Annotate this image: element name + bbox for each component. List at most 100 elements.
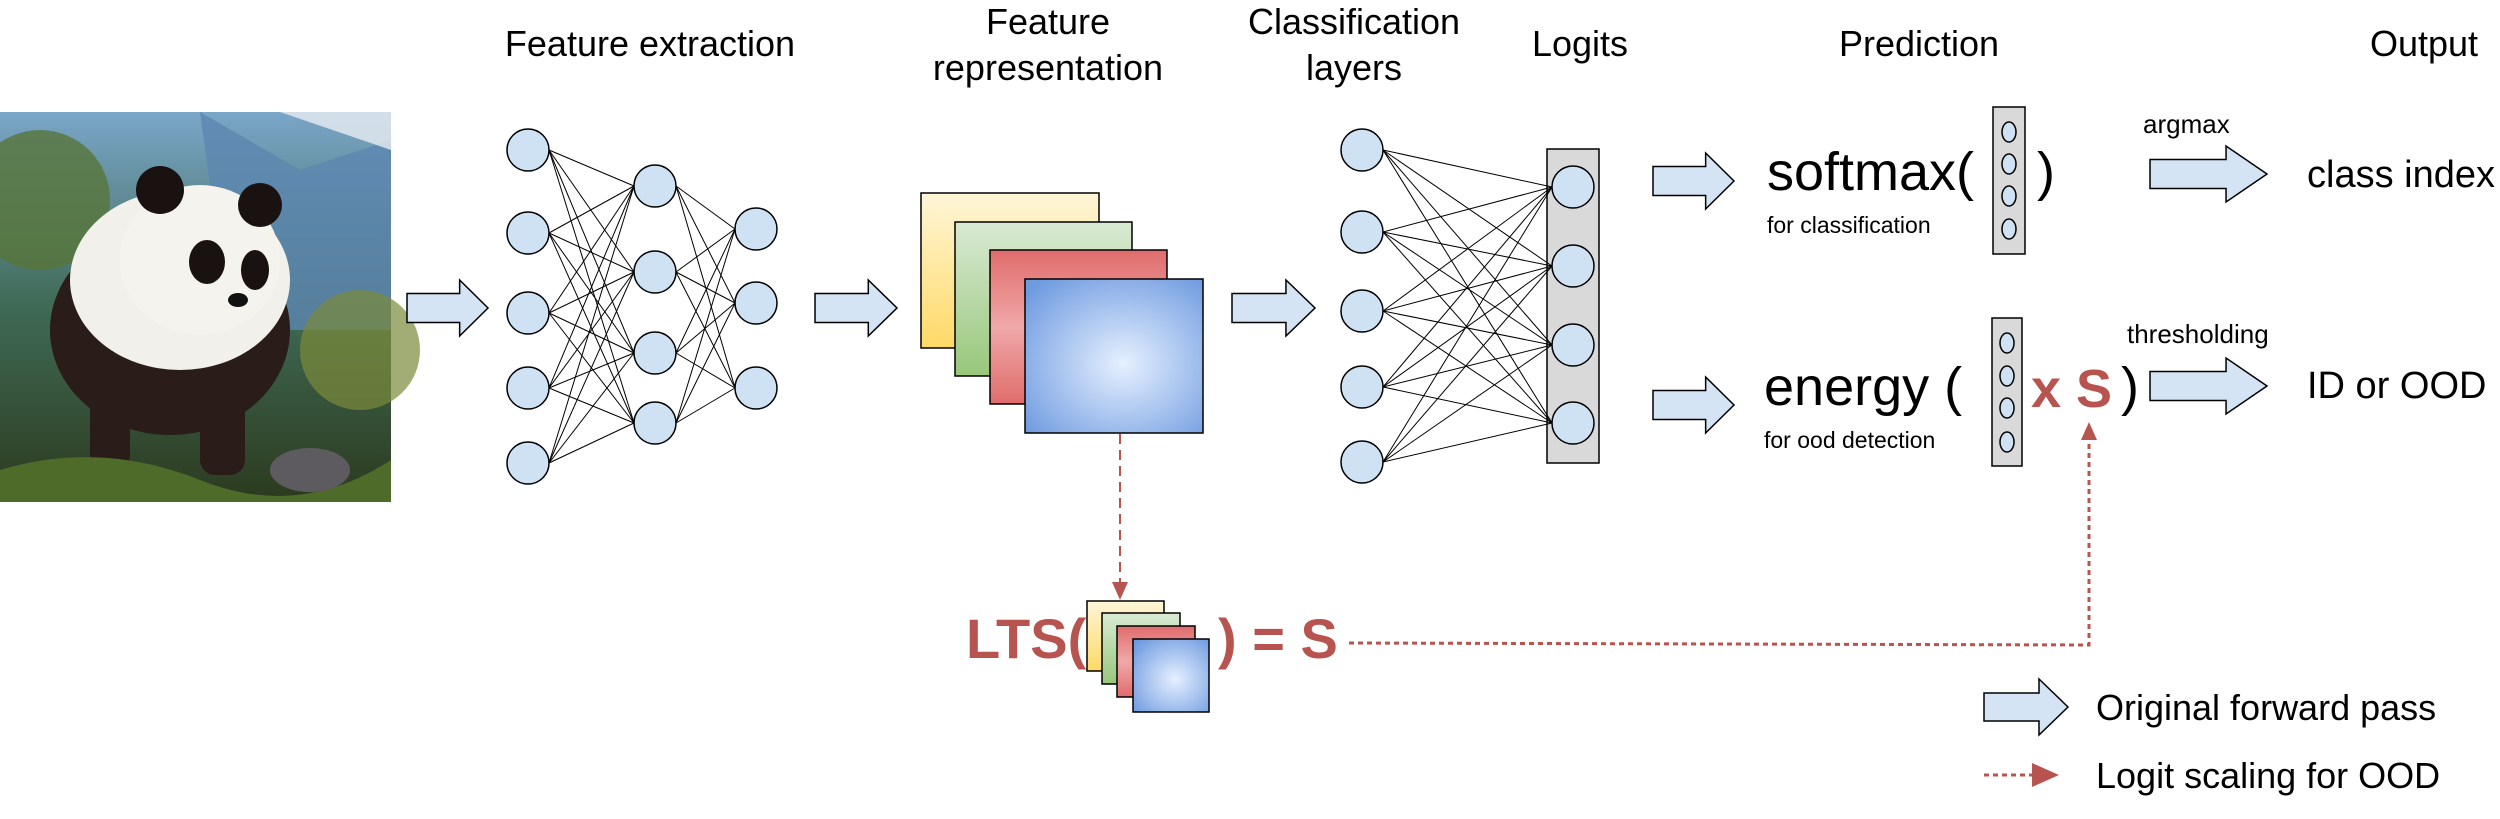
network-edge xyxy=(675,185,736,230)
input-image-panda xyxy=(0,112,420,502)
neuron-node xyxy=(1340,128,1384,172)
neuron-node xyxy=(506,291,550,335)
network-edges xyxy=(1382,149,1553,463)
network-edge xyxy=(1382,310,1553,424)
network-edge xyxy=(548,271,635,314)
energy-scale-factor: x S xyxy=(2031,359,2112,419)
softmax-subtitle: for classification xyxy=(1767,212,1931,238)
energy-close-paren: ) xyxy=(2121,357,2139,417)
network-edge xyxy=(1382,386,1553,424)
neuron-node xyxy=(1551,401,1595,445)
network-edge xyxy=(1382,186,1553,312)
heading-output: Output xyxy=(2370,23,2478,64)
neuron-node xyxy=(734,366,778,410)
neuron-node xyxy=(1551,244,1595,288)
neuron-node xyxy=(1340,289,1384,333)
feature-map-blue xyxy=(1024,278,1204,434)
energy-subtitle: for ood detection xyxy=(1764,427,1935,453)
class-index-output: class index xyxy=(2307,154,2495,196)
network-edge xyxy=(1382,186,1553,463)
heading-classification-layers-line1: Classification xyxy=(1248,1,1460,42)
feature-extractor-network xyxy=(506,128,778,485)
network-edge xyxy=(548,149,635,187)
neuron-node xyxy=(506,128,550,172)
network-edge xyxy=(548,185,635,389)
network-edge xyxy=(675,185,736,304)
feature-map-stack xyxy=(920,192,1204,434)
network-edge xyxy=(548,232,635,424)
neuron-node xyxy=(1340,440,1384,484)
heading-prediction: Prediction xyxy=(1839,23,1999,64)
heading-logits: Logits xyxy=(1532,23,1628,64)
neuron-node xyxy=(1340,210,1384,254)
logits-to-softmax-arrow-icon xyxy=(1652,151,1736,211)
network-edge xyxy=(548,149,635,354)
lts-feature-map-stack xyxy=(1086,600,1210,713)
legend: Original forward pass Logit scaling for … xyxy=(1983,677,2440,796)
legend-logit-scaling-label: Logit scaling for OOD xyxy=(2096,755,2440,796)
neuron-node xyxy=(633,331,677,375)
lts-map-blue xyxy=(1132,638,1210,713)
softmax-label: softmax( xyxy=(1767,142,1974,202)
neuron-node xyxy=(506,441,550,485)
neuron-node xyxy=(633,401,677,445)
legend-forward-pass-label: Original forward pass xyxy=(2096,687,2436,728)
network-edge xyxy=(548,352,635,389)
network-edge xyxy=(675,228,736,424)
network-edge xyxy=(548,149,635,273)
network-edge xyxy=(1382,344,1553,463)
network-edge xyxy=(548,422,635,464)
id-or-ood-output: ID or OOD xyxy=(2307,365,2486,407)
scale-to-energy-dotted-path xyxy=(1348,426,2091,647)
network-edge xyxy=(675,302,736,424)
image-to-network-arrow-icon xyxy=(406,278,490,338)
network-edge xyxy=(675,352,736,389)
classification-network xyxy=(1340,128,1600,484)
network-edge xyxy=(1382,265,1553,312)
network-edge xyxy=(548,387,635,424)
network-edge xyxy=(1382,344,1553,388)
energy-logit-node xyxy=(1999,397,2015,419)
heading-feature-representation-line1: Feature xyxy=(986,1,1110,42)
network-edge xyxy=(548,185,635,314)
energy-logit-node xyxy=(1999,431,2015,453)
softmax-logit-node xyxy=(2001,218,2017,240)
network-edges xyxy=(548,149,736,464)
network-edge xyxy=(548,271,635,389)
network-to-features-arrow-icon xyxy=(814,278,899,338)
network-edge xyxy=(675,302,736,354)
network-edge xyxy=(1382,310,1553,346)
neuron-node xyxy=(734,281,778,325)
network-edge xyxy=(675,228,736,273)
neuron-node xyxy=(1340,365,1384,409)
lts-prefix: LTS( xyxy=(966,607,1087,670)
network-edge xyxy=(548,352,635,464)
argmax-label: argmax xyxy=(2143,109,2230,139)
logits-to-energy-arrow-icon xyxy=(1652,375,1736,435)
neuron-node xyxy=(506,366,550,410)
network-edge xyxy=(1382,149,1553,188)
softmax-close-paren: ) xyxy=(2037,142,2055,202)
neuron-node xyxy=(633,250,677,294)
legend-forward-arrow-icon xyxy=(1983,677,2070,737)
softmax-logit-node xyxy=(2001,153,2017,175)
neuron-node xyxy=(1551,165,1595,209)
heading-feature-extraction: Feature extraction xyxy=(505,23,795,64)
network-edge xyxy=(1382,265,1553,463)
network-edge xyxy=(1382,149,1553,346)
network-edge xyxy=(675,387,736,424)
network-edge xyxy=(1382,149,1553,267)
network-edge xyxy=(1382,186,1553,233)
network-edge xyxy=(675,271,736,389)
heading-classification-layers-line2: layers xyxy=(1306,47,1402,88)
energy-logit-node xyxy=(1999,365,2015,387)
softmax-logit-node xyxy=(2001,185,2017,207)
features-to-classifier-arrow-icon xyxy=(1231,278,1317,338)
neuron-node xyxy=(734,207,778,251)
lts-suffix: ) = S xyxy=(1218,607,1338,670)
softmax-logit-node xyxy=(2001,121,2017,143)
thresholding-label: thresholding xyxy=(2127,319,2269,349)
network-edge xyxy=(548,185,635,234)
thresholding-arrow-icon xyxy=(2149,356,2269,416)
